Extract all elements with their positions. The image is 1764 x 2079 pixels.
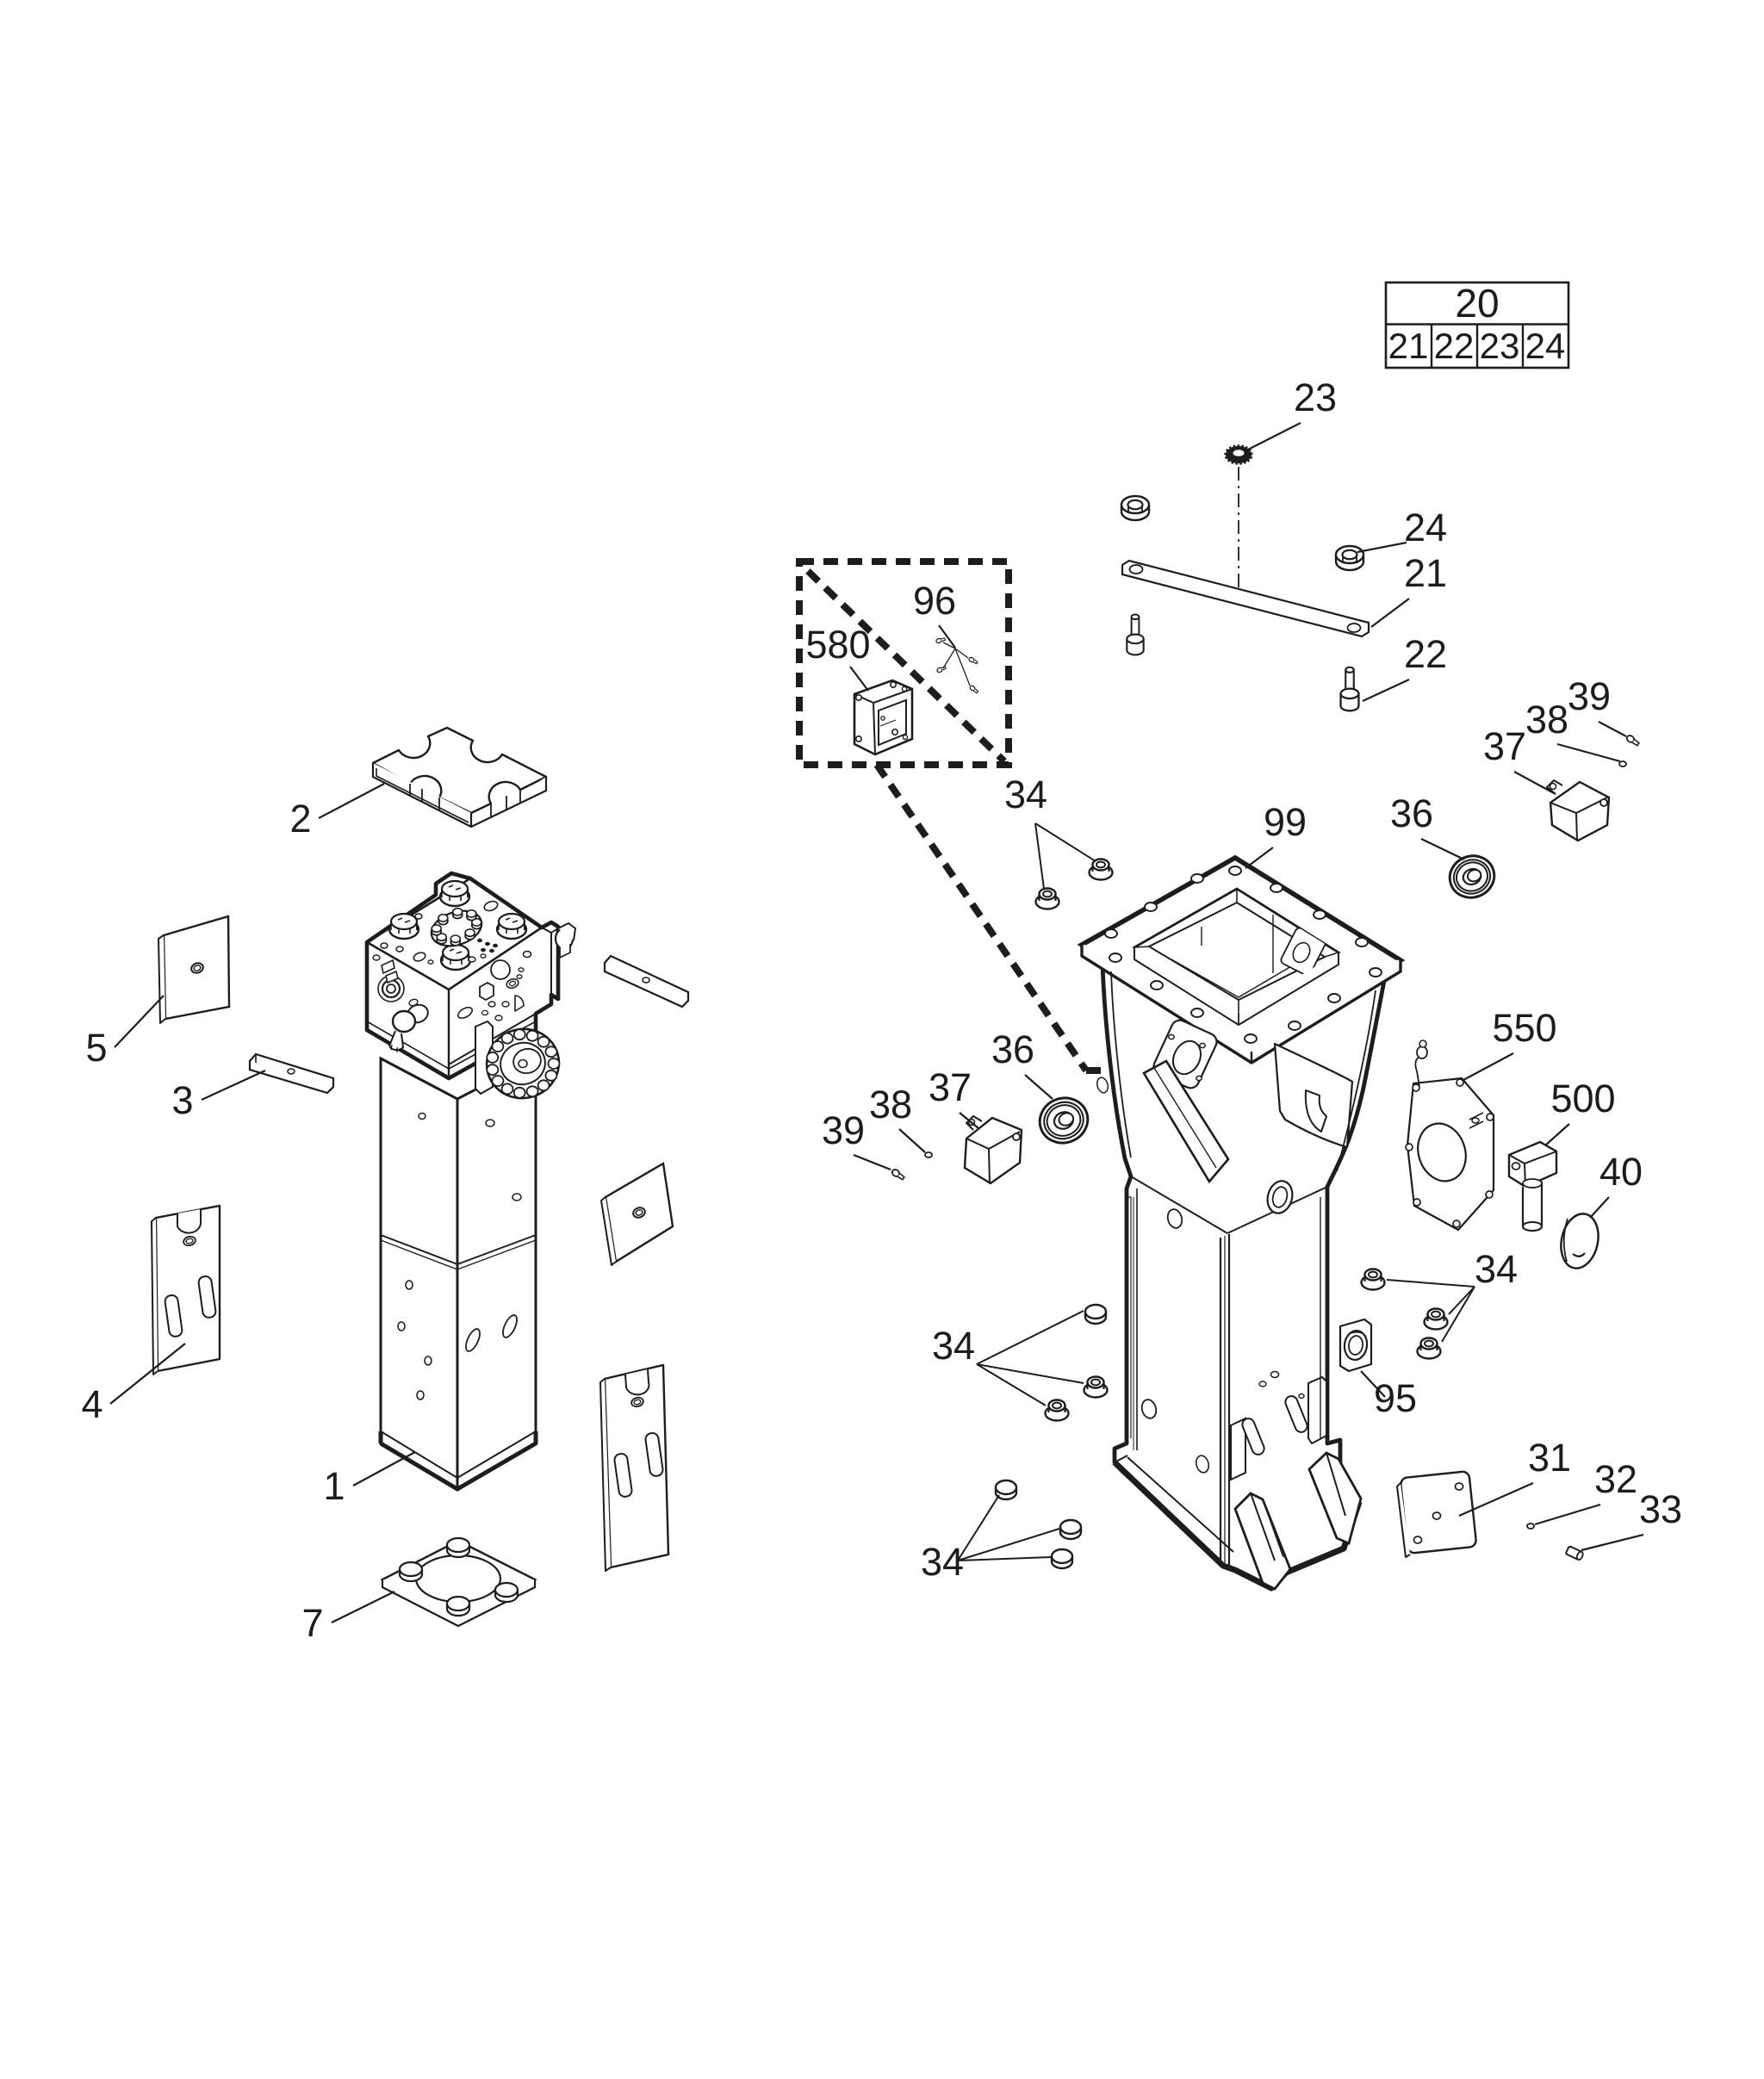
svg-text:34: 34 [1004, 773, 1047, 816]
svg-text:7: 7 [301, 1601, 323, 1645]
svg-text:34: 34 [932, 1324, 975, 1368]
svg-text:37: 37 [929, 1065, 972, 1109]
svg-text:37: 37 [1483, 724, 1526, 768]
svg-text:20: 20 [1455, 281, 1499, 326]
svg-text:36: 36 [991, 1027, 1034, 1071]
svg-text:5: 5 [85, 1026, 107, 1070]
svg-text:36: 36 [1390, 791, 1433, 835]
svg-text:22: 22 [1404, 632, 1447, 676]
svg-text:24: 24 [1404, 506, 1447, 549]
svg-text:38: 38 [1525, 698, 1568, 742]
svg-text:32: 32 [1594, 1457, 1637, 1501]
svg-text:39: 39 [822, 1108, 865, 1152]
svg-text:38: 38 [869, 1083, 912, 1126]
svg-text:96: 96 [913, 579, 956, 623]
svg-text:34: 34 [921, 1540, 964, 1584]
svg-text:95: 95 [1374, 1376, 1417, 1420]
svg-text:31: 31 [1528, 1436, 1571, 1480]
svg-text:39: 39 [1568, 674, 1611, 718]
svg-text:1: 1 [323, 1464, 345, 1508]
svg-text:40: 40 [1599, 1150, 1643, 1194]
svg-text:33: 33 [1639, 1487, 1682, 1531]
svg-text:99: 99 [1264, 800, 1307, 844]
svg-text:24: 24 [1525, 326, 1566, 366]
svg-text:21: 21 [1404, 551, 1447, 595]
svg-text:23: 23 [1294, 375, 1337, 419]
svg-text:34: 34 [1475, 1247, 1518, 1291]
svg-text:22: 22 [1434, 326, 1475, 366]
svg-text:3: 3 [171, 1078, 193, 1122]
svg-text:550: 550 [1492, 1006, 1556, 1050]
svg-text:23: 23 [1480, 326, 1520, 366]
svg-text:4: 4 [81, 1382, 102, 1426]
svg-text:580: 580 [805, 623, 870, 667]
svg-text:21: 21 [1388, 326, 1429, 366]
svg-text:2: 2 [289, 797, 311, 841]
svg-text:500: 500 [1550, 1077, 1615, 1120]
